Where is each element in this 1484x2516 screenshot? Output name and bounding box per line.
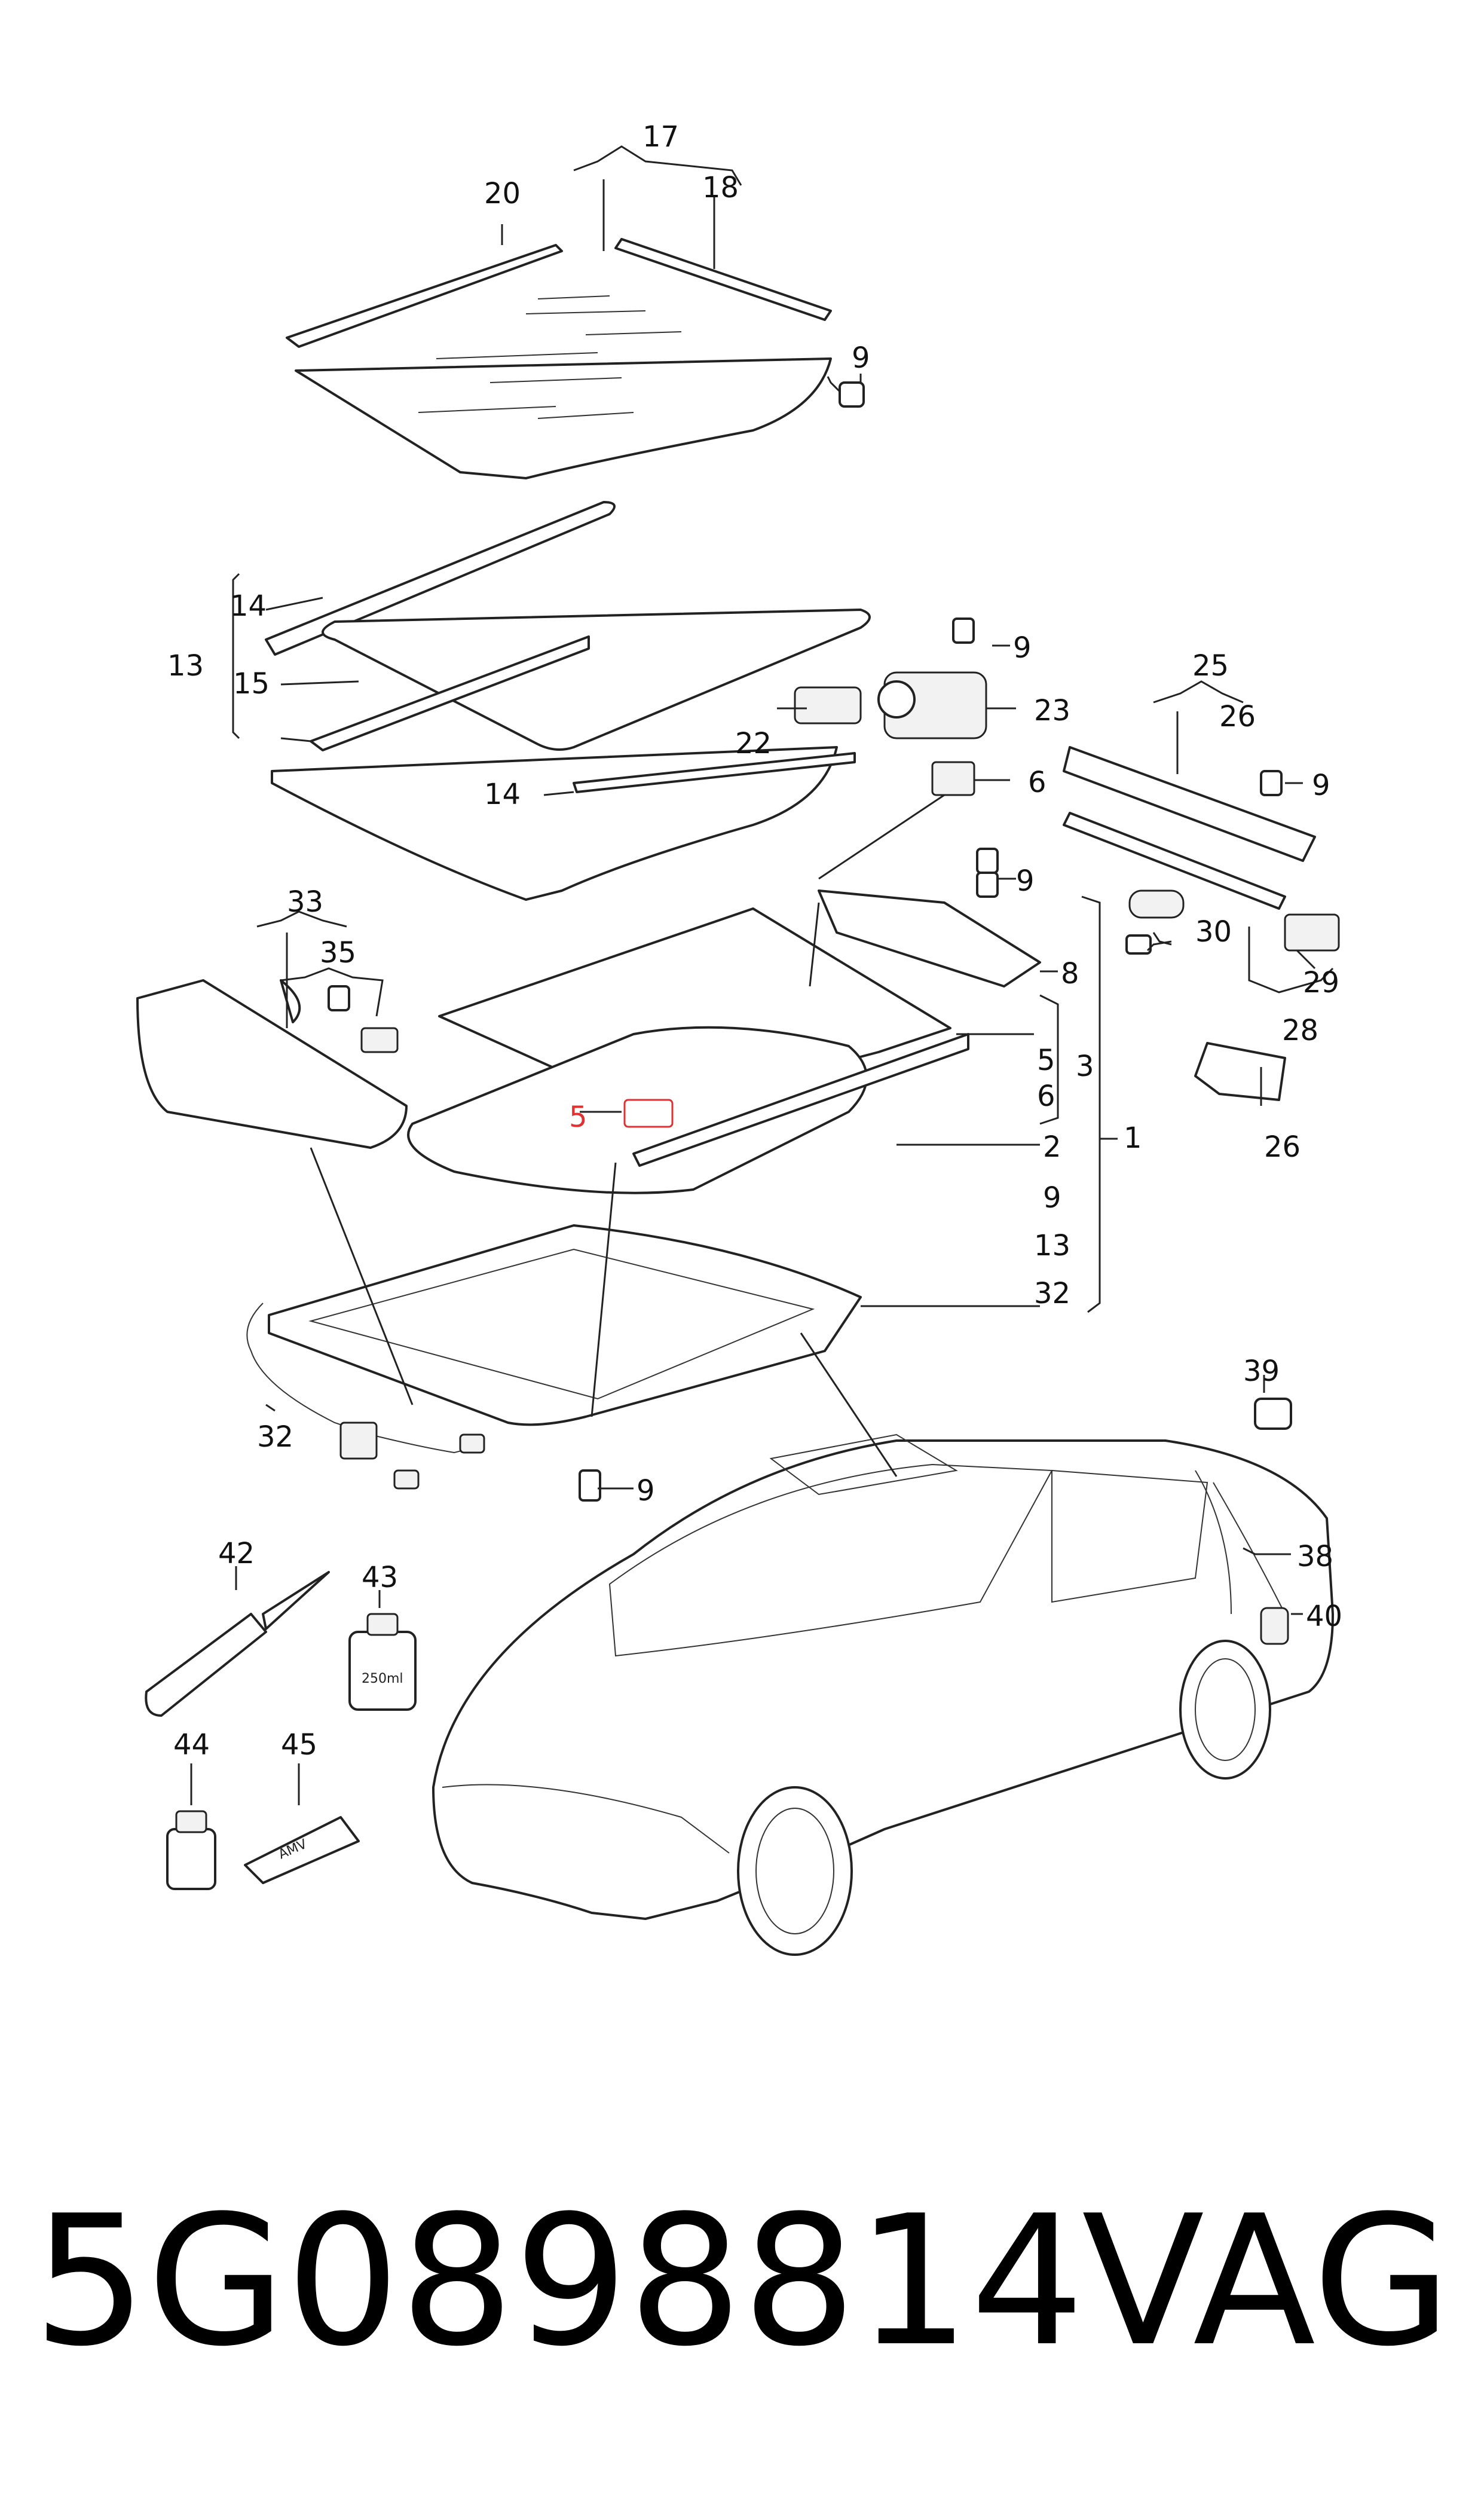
callout-23: 23 xyxy=(1034,694,1070,727)
callout-38: 38 xyxy=(1297,1540,1333,1573)
callout-32: 32 xyxy=(257,1420,293,1454)
callout-28: 28 xyxy=(1282,1014,1318,1047)
callout-9-plate: 9 xyxy=(1016,864,1035,898)
glass-panel xyxy=(286,238,832,479)
callout-22: 22 xyxy=(735,727,772,760)
callout-32-frame: 32 xyxy=(1034,1277,1070,1310)
callout-29: 29 xyxy=(1303,966,1339,999)
callout-labels: 17 20 18 9 14 13 15 14 9 23 22 6 25 26 9… xyxy=(167,120,1342,1762)
can-label: 250ml xyxy=(362,1671,403,1686)
callout-1: 1 xyxy=(1124,1121,1142,1155)
callout-35: 35 xyxy=(320,936,356,970)
callout-13-frame: 13 xyxy=(1034,1229,1070,1262)
screw-9-top xyxy=(827,376,865,408)
callout-26: 26 xyxy=(1219,700,1256,733)
callout-18: 18 xyxy=(702,171,739,204)
wiring-harness xyxy=(246,1303,601,1502)
callout-45: 45 xyxy=(281,1728,317,1762)
callout-5-highlight: 5 xyxy=(569,1100,588,1134)
callout-15: 15 xyxy=(233,667,270,701)
can-43: 250ml xyxy=(348,1613,417,1711)
callout-20: 20 xyxy=(484,177,521,210)
callout-42: 42 xyxy=(218,1537,255,1570)
callout-6: 6 xyxy=(1028,766,1047,799)
callout-8: 8 xyxy=(1061,957,1079,990)
tube-45: AMV xyxy=(244,1816,360,1884)
cartridge-42 xyxy=(145,1571,330,1717)
callout-2: 2 xyxy=(1043,1130,1061,1164)
seal-set xyxy=(265,501,871,901)
callout-9-rail: 9 xyxy=(1312,769,1330,802)
car-illustration xyxy=(432,1398,1334,1956)
callout-17: 17 xyxy=(642,120,679,154)
callout-9-bottom: 9 xyxy=(637,1474,655,1508)
callout-43: 43 xyxy=(362,1561,398,1594)
callout-6-frame: 6 xyxy=(1037,1080,1055,1113)
callout-14-lower: 14 xyxy=(484,778,521,811)
callout-33: 33 xyxy=(287,885,323,919)
motor-assembly xyxy=(794,617,999,874)
guide-rail-set xyxy=(1063,746,1340,1101)
callout-25: 25 xyxy=(1192,649,1229,683)
callout-9-frame: 9 xyxy=(1043,1181,1061,1215)
callout-30: 30 xyxy=(1195,915,1232,949)
frame-plate-8 xyxy=(818,872,1041,988)
callout-5: 5 xyxy=(1037,1044,1055,1077)
callout-26-lower: 26 xyxy=(1264,1130,1301,1164)
sunroof-frame xyxy=(268,907,969,1426)
bottle-44 xyxy=(166,1810,216,1890)
part-number: 5G0898814 xyxy=(33,2177,1084,2386)
callout-3: 3 xyxy=(1076,1050,1094,1083)
leader-lines xyxy=(190,145,1334,1805)
brand-label: VAG xyxy=(1082,2177,1451,2386)
callout-13: 13 xyxy=(167,649,204,683)
callout-9-motor: 9 xyxy=(1013,631,1032,665)
callout-39: 39 xyxy=(1243,1355,1280,1388)
callout-14: 14 xyxy=(230,589,267,623)
callout-9: 9 xyxy=(852,341,870,375)
callout-40: 40 xyxy=(1306,1600,1342,1633)
wind-deflector xyxy=(136,979,408,1149)
callout-44: 44 xyxy=(173,1728,210,1762)
